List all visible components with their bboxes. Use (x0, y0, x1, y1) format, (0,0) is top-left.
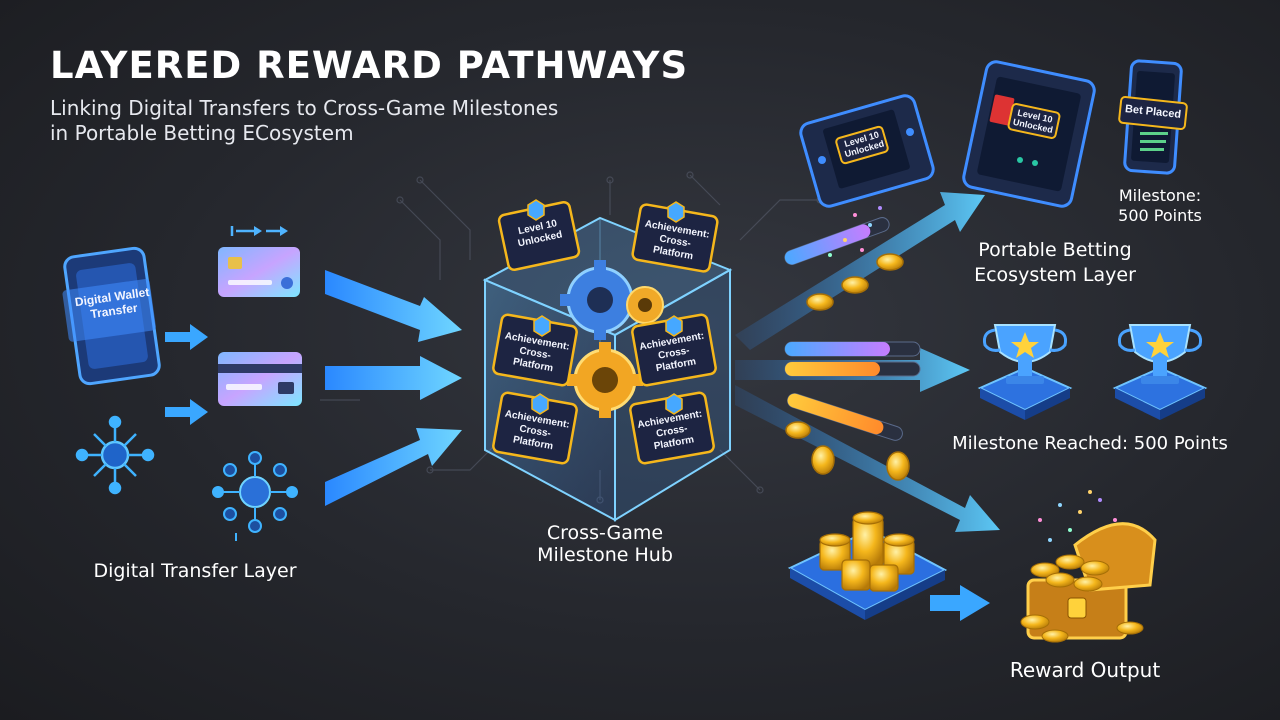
milestone-points-label: Milestone: 500 Points (1100, 186, 1220, 226)
transfer-arrows-icon (230, 226, 288, 236)
left-small-arrow-3 (165, 401, 208, 427)
debit-card-icon (218, 352, 302, 406)
left-small-arrows (165, 324, 208, 425)
hub-badges (492, 199, 719, 465)
network-node-icon (75, 415, 155, 495)
game-console-device (799, 94, 935, 208)
milestone-line-2: 500 Points (1118, 206, 1202, 225)
hub-label-line-2: Milestone Hub (537, 544, 673, 566)
page-subtitle: Linking Digital Transfers to Cross-Game … (50, 96, 558, 146)
digital-transfer-layer-label: Digital Transfer Layer (93, 560, 297, 582)
hub-label: Cross-Game Milestone Hub (500, 522, 710, 566)
ecosystem-line-1: Portable Betting (978, 239, 1132, 261)
tablet-device (962, 60, 1096, 208)
wallet-phone-icon (62, 246, 161, 386)
treasure-chest-icon (1020, 522, 1157, 643)
circuit-traces (320, 171, 824, 504)
blockchain-node-icon (212, 451, 298, 541)
coin-icons (785, 253, 910, 481)
hub-label-line-1: Cross-Game (546, 522, 664, 544)
milestone-reached-label: Milestone Reached: 500 Points (952, 433, 1228, 454)
inbound-arrows (325, 270, 462, 506)
credit-card-icon (218, 247, 300, 297)
reward-output-label: Reward Output (1009, 658, 1161, 682)
progress-bars (784, 217, 921, 441)
phone-device (1118, 59, 1188, 175)
page-title: LAYERED REWARD PATHWAYS (50, 44, 689, 87)
sparkle-particles (828, 206, 1117, 542)
ecosystem-line-2: Ecosystem Layer (974, 264, 1136, 286)
subtitle-line-1: Linking Digital Transfers to Cross-Game … (50, 96, 559, 120)
coin-stack-platform (787, 511, 948, 620)
gear-icon (560, 260, 664, 418)
trophy-icon (977, 324, 1073, 420)
trophy-icon-2 (1112, 324, 1208, 420)
subtitle-line-2: in Portable Betting ECosystem (50, 121, 354, 145)
ecosystem-layer-label: Portable Betting Ecosystem Layer (950, 238, 1160, 288)
milestone-line-1: Milestone: (1118, 186, 1202, 205)
